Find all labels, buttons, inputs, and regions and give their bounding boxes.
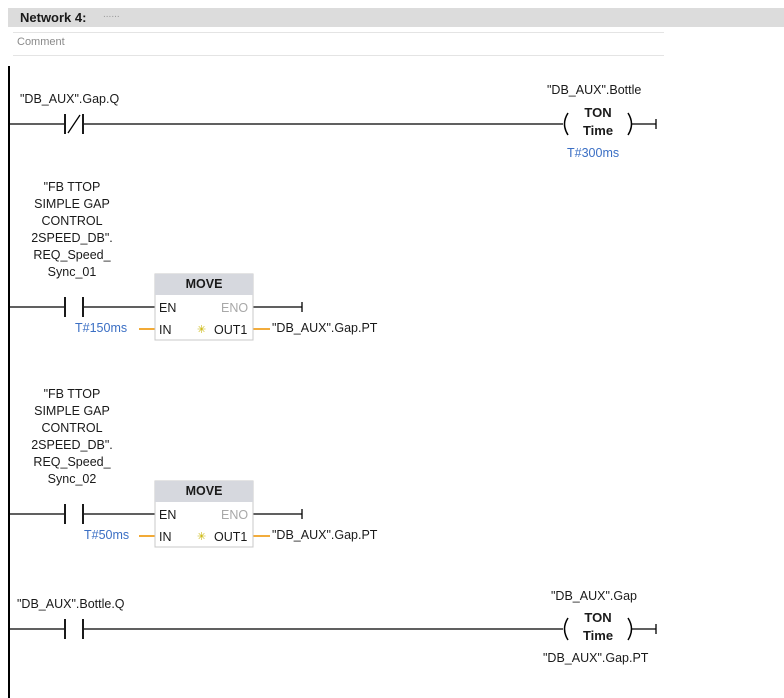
rung-4-wires [9,624,657,634]
rung-1-coil-preset[interactable]: T#300ms [567,146,620,160]
rung-4-contact-tag[interactable]: "DB_AUX".Bottle.Q [17,597,125,611]
rung-1-coil-type: TON [584,105,612,120]
rung-4-coil-sub: Time [582,628,614,643]
rung-2-move-box[interactable] [154,273,254,341]
rung-1-ton-coil[interactable] [563,112,633,136]
network-title: Network 4: [20,10,87,25]
rung-2-no-contact[interactable] [64,297,84,317]
rung-3-no-contact[interactable] [64,504,84,524]
rung-1-wires [9,119,657,129]
rung-3-wires [9,509,303,537]
rung-2-pin-en: EN [159,301,177,315]
rung-2-move-title: MOVE [185,277,223,291]
rung-4-coil-preset[interactable]: "DB_AUX".Gap.PT [543,651,649,665]
rung-3-move-title: MOVE [185,484,223,498]
rung-1-coil-sub: Time [582,123,614,138]
rung-3-pin-en: EN [159,508,177,522]
rung-2-in-value[interactable]: T#150ms [75,321,128,335]
rung-3-contact-tag[interactable]: "FB TTOP SIMPLE GAP CONTROL 2SPEED_DB". … [31,387,113,486]
rung-3-pin-eno: ENO [221,508,249,522]
comment-placeholder: Comment [17,36,65,48]
rung-3-in-value[interactable]: T#50ms [84,528,130,542]
rung-4-coil-tag[interactable]: "DB_AUX".Gap [551,589,637,603]
rung-2-out-tag[interactable]: "DB_AUX".Gap.PT [272,321,378,335]
rung-3-out-star-icon: ✳ [197,531,207,543]
rung-3-move-box[interactable] [154,480,254,548]
rung-1-coil-tag[interactable]: "DB_AUX".Bottle [547,83,642,97]
network-header[interactable]: Network 4: ...... [8,8,784,27]
rung-2-contact-tag[interactable]: "FB TTOP SIMPLE GAP CONTROL 2SPEED_DB". … [31,180,113,279]
rung-3-pin-out: OUT1 [214,530,248,544]
rung-2-out-star-icon: ✳ [197,324,207,336]
network-comment-field[interactable]: Comment [13,32,664,56]
rung-1-contact-tag[interactable]: "DB_AUX".Gap.Q [20,92,120,106]
rung-1-nc-contact[interactable] [64,114,84,134]
rung-3-out-tag[interactable]: "DB_AUX".Gap.PT [272,528,378,542]
network-title-field[interactable]: ...... [103,9,120,20]
rung-2-pin-in: IN [159,323,172,337]
rung-4-no-contact[interactable] [64,619,84,639]
rung-4-ton-coil[interactable] [563,617,633,641]
rung-2-pin-eno: ENO [221,301,249,315]
rung-3-pin-in: IN [159,530,172,544]
rung-2-pin-out: OUT1 [214,323,248,337]
rung-4-coil-type: TON [584,610,612,625]
